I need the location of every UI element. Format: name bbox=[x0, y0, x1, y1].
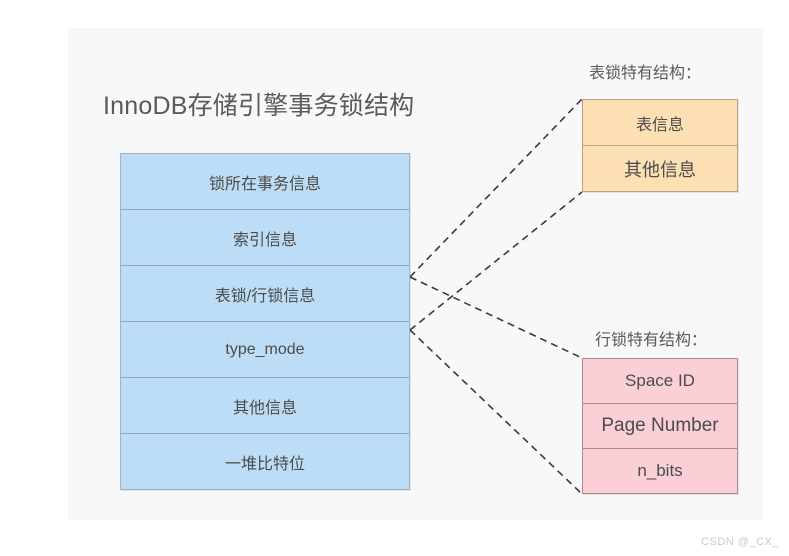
page-title: InnoDB存储引擎事务锁结构 bbox=[103, 92, 415, 120]
connector-lock-to-table-lock-top bbox=[409, 98, 583, 278]
connector-lock-to-row-lock-bottom bbox=[409, 329, 583, 495]
table-lock-table: 表信息 其他信息 bbox=[582, 99, 738, 192]
row-lock-row: n_bits bbox=[583, 449, 737, 493]
diagram-card: InnoDB存储引擎事务锁结构 锁所在事务信息 索引信息 表锁/行锁信息 typ… bbox=[68, 28, 763, 520]
table-lock-row: 其他信息 bbox=[583, 146, 737, 191]
row-lock-row: Page Number bbox=[583, 404, 737, 449]
row-lock-table: Space ID Page Number n_bits bbox=[582, 358, 738, 494]
row-lock-row: Space ID bbox=[583, 359, 737, 404]
lock-structure-row: 索引信息 bbox=[121, 210, 409, 266]
connector-lock-to-row-lock-top bbox=[409, 276, 583, 359]
lock-structure-row: 其他信息 bbox=[121, 378, 409, 434]
table-lock-label: 表锁特有结构： bbox=[589, 65, 702, 82]
row-lock-label: 行锁特有结构： bbox=[595, 332, 708, 349]
watermark: CSDN @_CX_ bbox=[701, 536, 779, 548]
table-lock-row: 表信息 bbox=[583, 100, 737, 146]
lock-structure-row: 锁所在事务信息 bbox=[121, 154, 409, 210]
connector-lock-to-table-lock-bottom bbox=[409, 191, 583, 331]
lock-structure-row: type_mode bbox=[121, 322, 409, 378]
lock-structure-table: 锁所在事务信息 索引信息 表锁/行锁信息 type_mode 其他信息 一堆比特… bbox=[120, 153, 410, 490]
lock-structure-row: 表锁/行锁信息 bbox=[121, 266, 409, 322]
lock-structure-row: 一堆比特位 bbox=[121, 434, 409, 489]
